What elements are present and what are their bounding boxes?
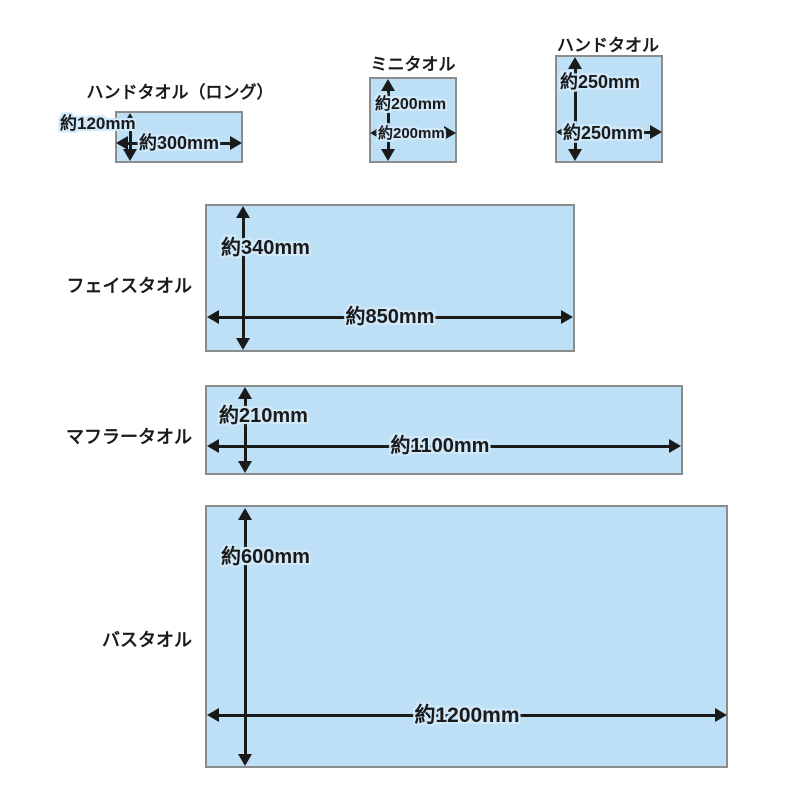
face-towel-rect <box>205 204 575 352</box>
bath-towel-title: バスタオル <box>102 630 192 650</box>
hand-towel-long-height-arrow <box>123 113 137 161</box>
face-towel-height-arrow <box>236 206 250 350</box>
bath-towel-rect <box>205 505 728 768</box>
face-towel-width-label: 約850mm <box>345 306 435 328</box>
hand-towel-rect <box>555 55 663 163</box>
hand-towel-height-label: 約250mm <box>560 72 641 92</box>
hand-towel-long-height-label: 約120mm <box>60 114 136 133</box>
face-towel-title: フェイスタオル <box>66 276 192 296</box>
face-towel-width-arrow <box>207 310 573 324</box>
muffler-towel-width-arrow <box>207 439 681 453</box>
mini-towel-height-arrow <box>381 79 395 161</box>
bath-towel-width-arrow <box>207 708 727 722</box>
hand-towel-height-arrow <box>568 57 582 161</box>
bath-towel-height-arrow <box>238 508 252 766</box>
hand-towel-width-label: 約250mm <box>563 123 644 143</box>
muffler-towel-height-arrow <box>238 387 252 473</box>
mini-towel-title: ミニタオル <box>370 55 456 74</box>
mini-towel-rect <box>369 77 457 163</box>
mini-towel-width-label: 約200mm <box>378 125 445 142</box>
face-towel-height-label: 約340mm <box>221 237 310 259</box>
muffler-towel-rect <box>205 385 683 475</box>
hand-towel-long-title: ハンドタオル（ロング） <box>86 83 274 102</box>
mini-towel-width-arrow <box>370 126 456 140</box>
muffler-towel-width-label: 約1100mm <box>390 435 490 457</box>
muffler-towel-height-label: 約210mm <box>219 405 308 427</box>
mini-towel-height-label: 約200mm <box>375 96 447 113</box>
bath-towel-height-label: 約600mm <box>221 546 310 568</box>
hand-towel-width-arrow <box>556 125 662 139</box>
muffler-towel-title: マフラータオル <box>66 427 192 447</box>
hand-towel-title: ハンドタオル <box>557 36 659 55</box>
bath-towel-width-label: 約1200mm <box>414 704 520 727</box>
hand-towel-long-width-label: 約300mm <box>139 133 220 153</box>
hand-towel-long-width-arrow <box>116 136 242 150</box>
